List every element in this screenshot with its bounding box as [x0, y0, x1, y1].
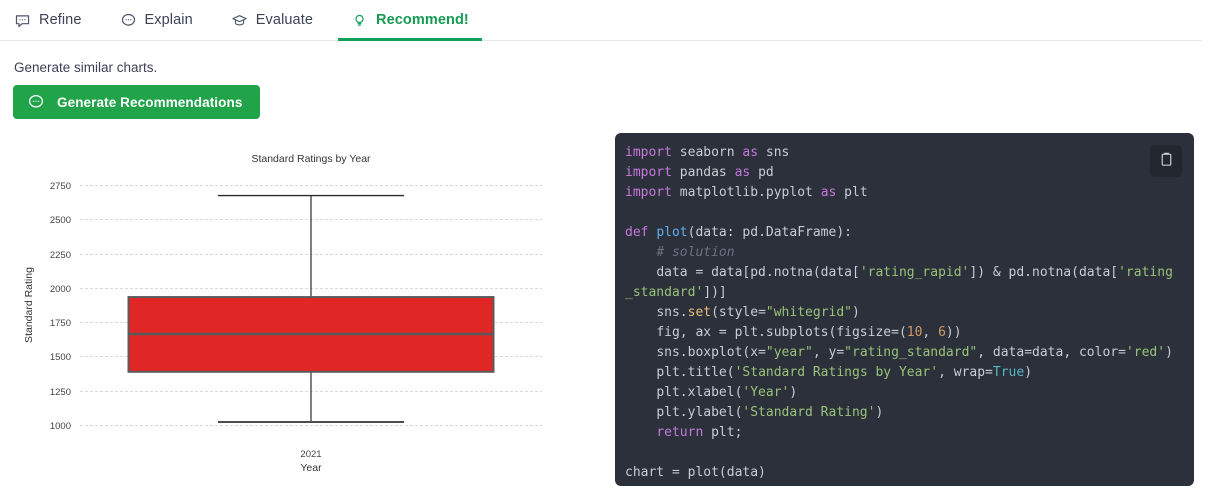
y-axis-tick-label: 1000 [50, 421, 71, 432]
chart-title: Standard Ratings by Year [251, 153, 371, 165]
tab-label: Recommend! [376, 12, 469, 28]
tab-label: Refine [39, 12, 82, 28]
y-axis-tick-label: 2000 [50, 284, 71, 295]
comment-dots-icon [120, 12, 137, 29]
boxplot-chart: Standard Ratings by Year 2750 2500 2250 2000… [23, 153, 542, 474]
tab-recommend[interactable]: Recommend! [337, 0, 483, 41]
generate-recommendations-button[interactable]: Generate Recommendations [13, 85, 261, 119]
tab-refine[interactable]: Refine [0, 0, 96, 40]
tab-evaluate[interactable]: Evaluate [217, 0, 327, 40]
y-axis-label: Standard Rating [23, 267, 35, 343]
graduation-cap-icon [231, 12, 248, 29]
y-axis-tick-label: 2250 [50, 250, 71, 261]
code-block[interactable]: import seaborn as sns import pandas as p… [625, 145, 1173, 480]
y-axis-tick-label: 2750 [50, 181, 71, 192]
comment-dots-icon [27, 93, 45, 111]
clipboard-icon [1158, 151, 1175, 171]
panel-description: Generate similar charts. [14, 60, 158, 75]
x-axis-label: Year [300, 462, 322, 474]
code-panel: import seaborn as sns import pandas as p… [615, 133, 1194, 486]
tab-bar: Refine Explain Evaluate [0, 0, 1202, 41]
tab-label: Evaluate [255, 12, 314, 28]
comment-icon [14, 12, 31, 29]
generate-button-label: Generate Recommendations [57, 94, 243, 110]
y-axis-tick-label: 1250 [50, 387, 71, 398]
copy-code-button[interactable] [1150, 145, 1182, 177]
tab-label: Explain [144, 12, 193, 28]
y-axis-tick-label: 1750 [50, 318, 71, 329]
lightbulb-icon [351, 12, 368, 29]
y-axis-tick-label: 1500 [50, 352, 71, 363]
y-axis-tick-label: 2500 [50, 215, 71, 226]
box-plot-series [127, 194, 495, 423]
tab-explain[interactable]: Explain [106, 0, 207, 40]
x-axis-tick-label: 2021 [300, 449, 321, 460]
chart-container: Standard Ratings by Year 2750 2500 2250 2000… [0, 140, 600, 485]
